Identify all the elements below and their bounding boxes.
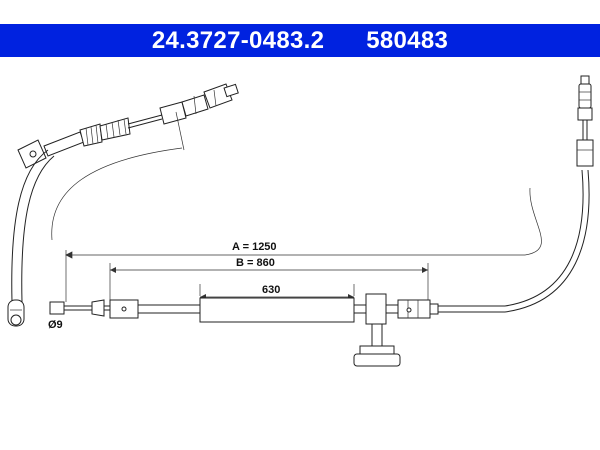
dimension-a-label: A = 1250 [232,241,277,253]
article-number: 24.3727-0483.2 [151,26,325,54]
left-cable-curve [11,149,49,303]
dimension-630-label: 630 [262,284,280,296]
dimension-a [65,187,542,302]
cable-end-nipple [49,301,92,315]
left-end-fitting [17,83,239,169]
right-cable-curve [504,169,584,307]
header-bar: 24.3727-0483.2 580483 [0,24,600,57]
main-cable [91,293,505,367]
reference-number: 580483 [366,26,449,54]
dimension-b [109,263,429,300]
left-swivel-end [7,299,25,327]
diameter-label: Ø9 [48,319,63,331]
dimension-b-label: B = 860 [236,257,275,269]
right-end-fitting [576,75,594,167]
